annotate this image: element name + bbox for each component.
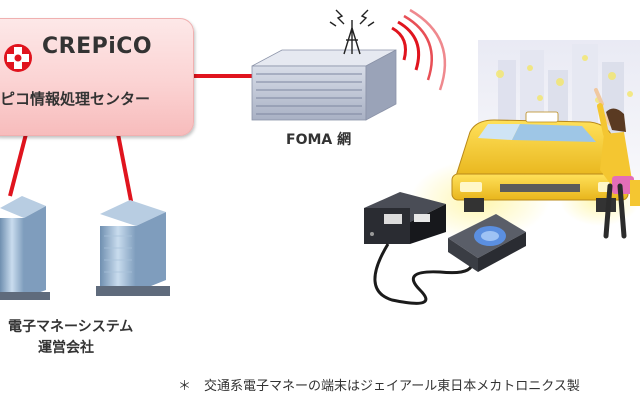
footnote: ＊ 交通系電子マネーの端末はジェイアール東日本メカトロニクス製 <box>178 379 580 394</box>
server-building-icon <box>251 49 397 121</box>
card-reader-icon <box>448 214 526 272</box>
office-building-icon <box>96 200 170 296</box>
antenna-icon <box>329 9 375 55</box>
office-building-icon <box>0 196 50 300</box>
operator-label-line2: 運営会社 <box>38 340 94 356</box>
signal-wave-icon <box>391 8 447 91</box>
center-label: ピコ情報処理センター <box>0 90 151 108</box>
terminal-cable <box>373 243 474 305</box>
link-center-to-building-left <box>8 133 28 197</box>
passenger-icon <box>594 88 640 239</box>
operator-label-line1: 電子マネーシステム <box>8 319 134 335</box>
network-label: FOMA 網 <box>286 132 352 148</box>
terminal-icon <box>364 192 446 244</box>
logo-text: CREPiCO <box>42 34 153 59</box>
processing-center-box <box>0 18 194 136</box>
connection-lines <box>8 74 252 207</box>
link-center-to-building-right <box>116 133 134 207</box>
taxi-icon <box>451 111 629 212</box>
